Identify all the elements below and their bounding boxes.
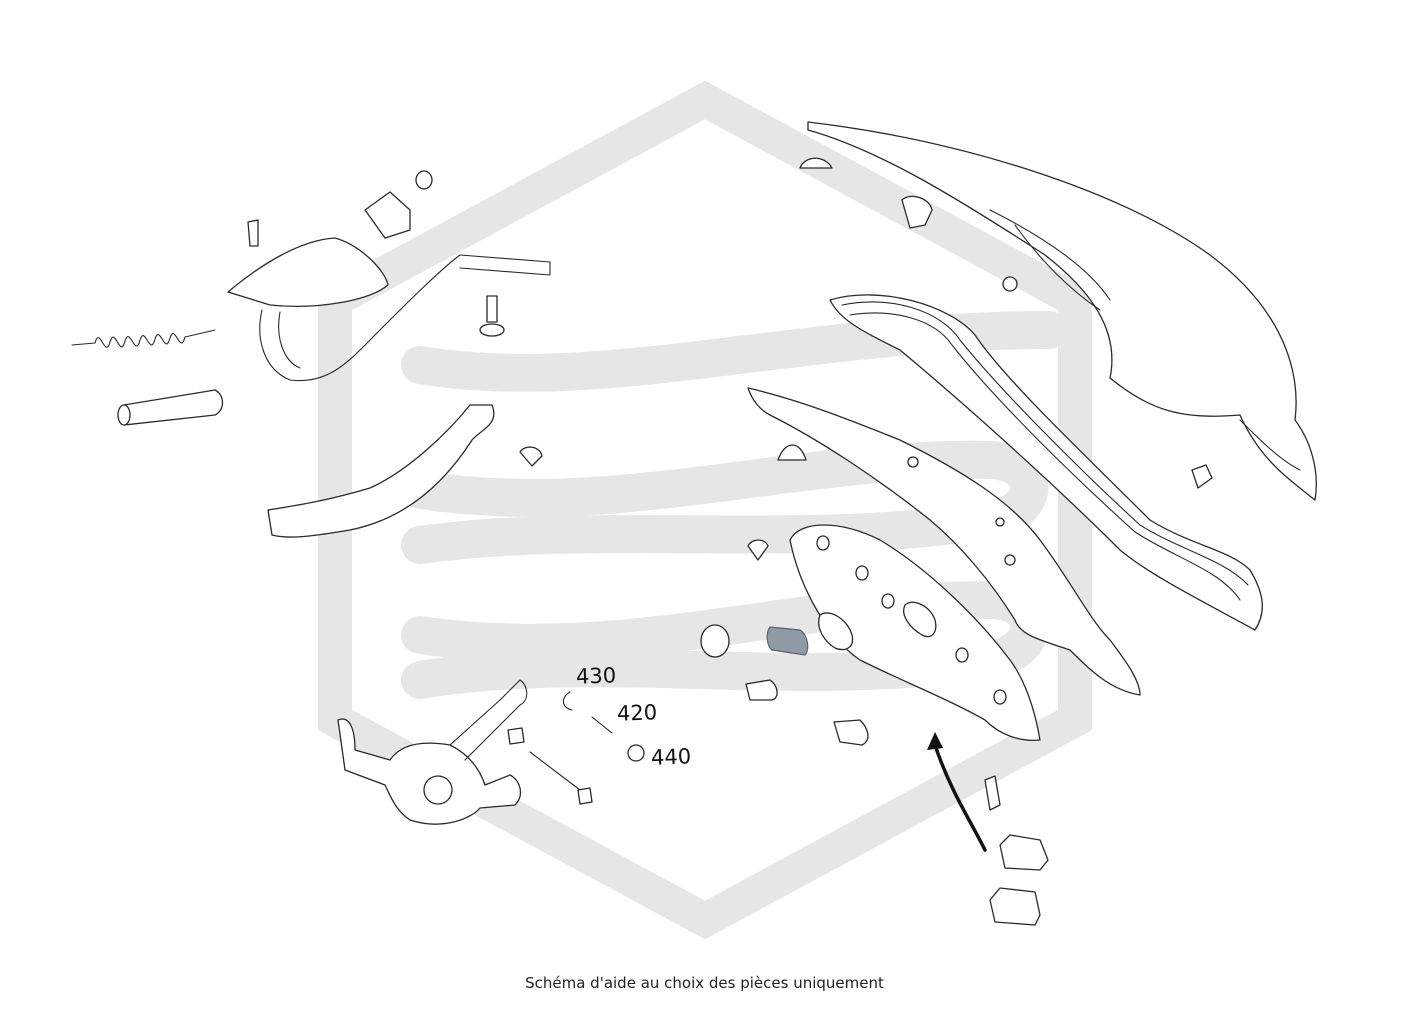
handle-bezel (818, 612, 854, 651)
hinge-bracket (227, 237, 551, 382)
trunk-lid-panel (807, 121, 1317, 501)
part-label-440: 440 (650, 744, 692, 770)
part-label-420: 420 (616, 700, 658, 726)
hinge-arm (267, 404, 495, 538)
clip-fasteners (247, 157, 1213, 811)
trunk-seal (829, 294, 1263, 631)
sleeve-tube (117, 389, 224, 426)
trunk-trim-panel (789, 524, 1041, 741)
highlighted-trim-cap[interactable] (766, 626, 809, 656)
part-label-430: 430 (575, 663, 617, 689)
tension-spring (71, 329, 216, 348)
direction-arrow (927, 732, 987, 852)
grommet (700, 624, 730, 658)
switch-module (989, 834, 1049, 926)
drive-motor-assembly (337, 679, 528, 825)
small-clips (507, 691, 645, 805)
diagram-caption: Schéma d'aide au choix des pièces unique… (525, 974, 884, 992)
trunk-inner-frame (747, 387, 1141, 696)
